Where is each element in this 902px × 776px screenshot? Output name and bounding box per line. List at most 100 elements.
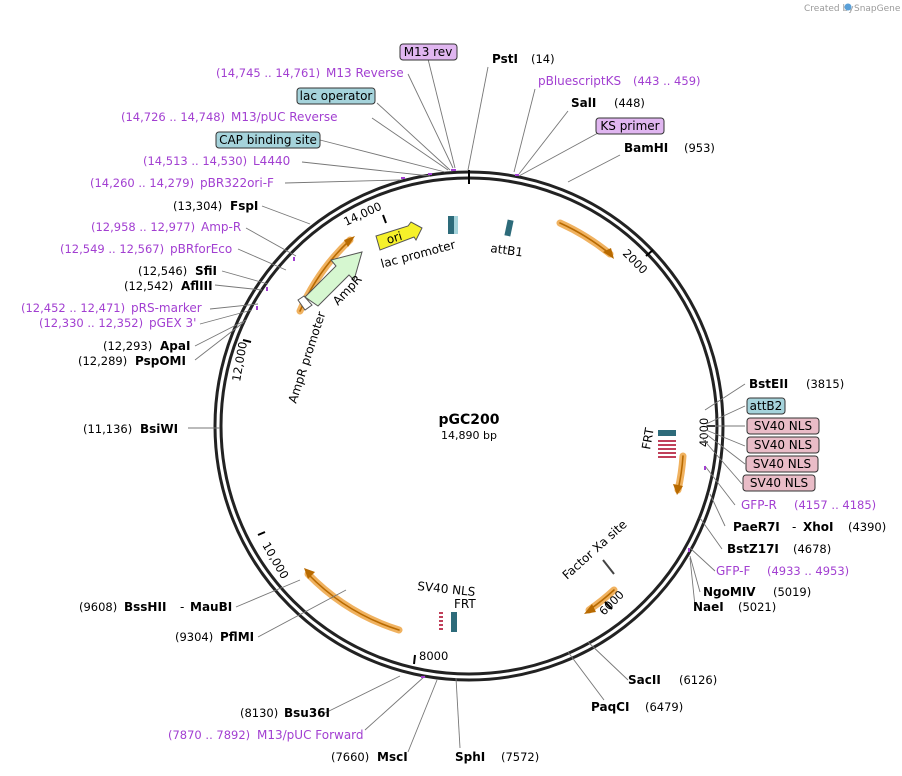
nls-glyph-right — [658, 440, 676, 458]
nls3-text: SV40 NLS — [753, 457, 811, 471]
apai-name: ApaI — [160, 339, 190, 353]
leader-lines — [188, 58, 746, 753]
psti-name: PstI — [492, 52, 518, 66]
xhoi-name: XhoI — [803, 520, 834, 534]
bsteii-pos: (3815) — [806, 377, 844, 391]
arrowhead-5 — [344, 236, 355, 247]
cap-site-text: CAP binding site — [219, 133, 317, 147]
fspi-pos: (13,304) — [173, 199, 222, 213]
feature-arc-1 — [556, 219, 614, 258]
pspomi-name: PspOMI — [135, 354, 186, 368]
paer7i-separator: - — [792, 520, 796, 534]
arrowhead-1 — [603, 248, 614, 259]
bsshii-separator: - — [180, 600, 184, 614]
bsu36i-pos: (8130) — [240, 706, 278, 720]
l4440-name: L4440 — [253, 154, 290, 168]
plasmid-name: pGC200 — [438, 412, 499, 428]
frt-bottom-glyph — [451, 612, 457, 632]
afliii-pos: (12,542) — [124, 279, 173, 293]
boxed-label-ks-primer: KS primer — [595, 117, 665, 135]
m13-puc-forward-pos: (7870 .. 7892) — [168, 728, 250, 742]
frt-bottom-label: FRT — [454, 597, 476, 611]
ori-arrow — [375, 221, 423, 251]
ngomiv-name: NgoMIV — [703, 585, 756, 599]
sv40-nls-bottom-label: SV40 NLS — [417, 579, 476, 599]
sacii-name: SacII — [628, 673, 661, 687]
pbr322ori-f-pos: (14,260 .. 14,279) — [90, 176, 194, 190]
bamhi-pos: (953) — [684, 141, 715, 155]
m13-rev-text: M13 rev — [404, 45, 453, 59]
gfp-f-pos: (4933 .. 4953) — [767, 564, 849, 578]
nls2-text: SV40 NLS — [754, 438, 812, 452]
pflmi-pos: (9304) — [175, 630, 213, 644]
watermark-prefix: Created by — [804, 4, 854, 14]
attb1-label: attB1 — [490, 241, 524, 259]
bsiwi-pos: (11,136) — [83, 422, 132, 436]
boxed-label-nls1: SV40 NLS — [746, 417, 820, 435]
frt-right-label: FRT — [639, 426, 657, 450]
arrowhead-2 — [673, 484, 683, 495]
bstz17i-pos: (4678) — [793, 542, 831, 556]
sali-pos: (448) — [614, 96, 645, 110]
pspomi-pos: (12,289) — [78, 354, 127, 368]
primer-markers — [256, 169, 706, 678]
lac-operator-glyph — [454, 216, 458, 234]
snapgene-watermark: Created by SnapGene — [804, 3, 901, 14]
ori-feature: ori — [375, 221, 423, 251]
ampr-feature: AmpR AmpR promoter — [286, 251, 365, 405]
m13-reverse-pos: (14,745 .. 14,761) — [216, 66, 320, 80]
msci-pos: (7660) — [331, 750, 369, 764]
pgex3-pos: (12,330 .. 12,352) — [39, 316, 143, 330]
l4440-pos: (14,513 .. 14,530) — [143, 154, 247, 168]
nls1-text: SV40 NLS — [754, 419, 812, 433]
psti-pos: (14) — [531, 52, 555, 66]
ori-label: ori — [385, 229, 404, 247]
sphi-pos: (7572) — [501, 750, 539, 764]
ampr-arrow — [304, 251, 363, 307]
attb2-text: attB2 — [750, 399, 783, 413]
paqci-name: PaqCI — [591, 700, 629, 714]
pbluescriptks-name: pBluescriptKS — [538, 74, 621, 88]
boxed-label-m13-rev: M13 rev — [399, 43, 458, 61]
sfii-name: SfiI — [195, 264, 217, 278]
factor-xa-glyph — [602, 559, 615, 575]
boxed-label-attb2: attB2 — [746, 397, 786, 415]
small-feature-glyphs — [439, 216, 676, 632]
bstz17i-name: BstZ17I — [727, 542, 779, 556]
tick-8000: 8000 — [419, 649, 448, 663]
gfp-r-pos: (4157 .. 4185) — [794, 498, 876, 512]
ampr-promoter-label: AmpR promoter — [286, 310, 329, 405]
lac-promoter-glyph — [448, 216, 454, 234]
tick-6000: 6000 — [596, 588, 627, 619]
attb1-glyph — [504, 219, 514, 237]
arrowhead-4 — [304, 568, 315, 579]
factor-xa-label: Factor Xa site — [560, 517, 630, 582]
sv40-nls-bottom-glyph — [439, 612, 443, 630]
sphi-name: SphI — [455, 750, 485, 764]
fspi-name: FspI — [230, 199, 258, 213]
bsshii-name: BssHII — [124, 600, 166, 614]
frt-right-glyph — [658, 430, 676, 436]
lac-operator-text: lac operator — [300, 89, 373, 103]
sfii-pos: (12,546) — [138, 264, 187, 278]
bsteii-name: BstEII — [749, 377, 788, 391]
prs-marker-pos: (12,452 .. 12,471) — [21, 301, 125, 315]
paer7i-name: PaeR7I — [733, 520, 780, 534]
afliii-name: AflIII — [181, 279, 213, 293]
boxed-label-cap-site: CAP binding site — [215, 131, 321, 149]
sacii-pos: (6126) — [679, 673, 717, 687]
naei-name: NaeI — [693, 600, 724, 614]
m13-reverse-name: M13 Reverse — [326, 66, 404, 80]
watermark-brand: SnapGene — [854, 4, 901, 14]
boxed-label-lac-operator: lac operator — [296, 87, 376, 105]
amp-r-name: Amp-R — [201, 220, 241, 234]
maubi-name: MauBI — [190, 600, 232, 614]
m13-puc-forward-name: M13/pUC Forward — [257, 728, 364, 742]
pbluescriptks-pos: (443 .. 459) — [633, 74, 701, 88]
bsu36i-name: Bsu36I — [284, 706, 330, 720]
m13-puc-reverse-name: M13/pUC Reverse — [231, 110, 338, 124]
arrowhead-3 — [584, 604, 596, 614]
bsshii-pos: (9608) — [79, 600, 117, 614]
pbr322ori-f-name: pBR322ori-F — [200, 176, 274, 190]
